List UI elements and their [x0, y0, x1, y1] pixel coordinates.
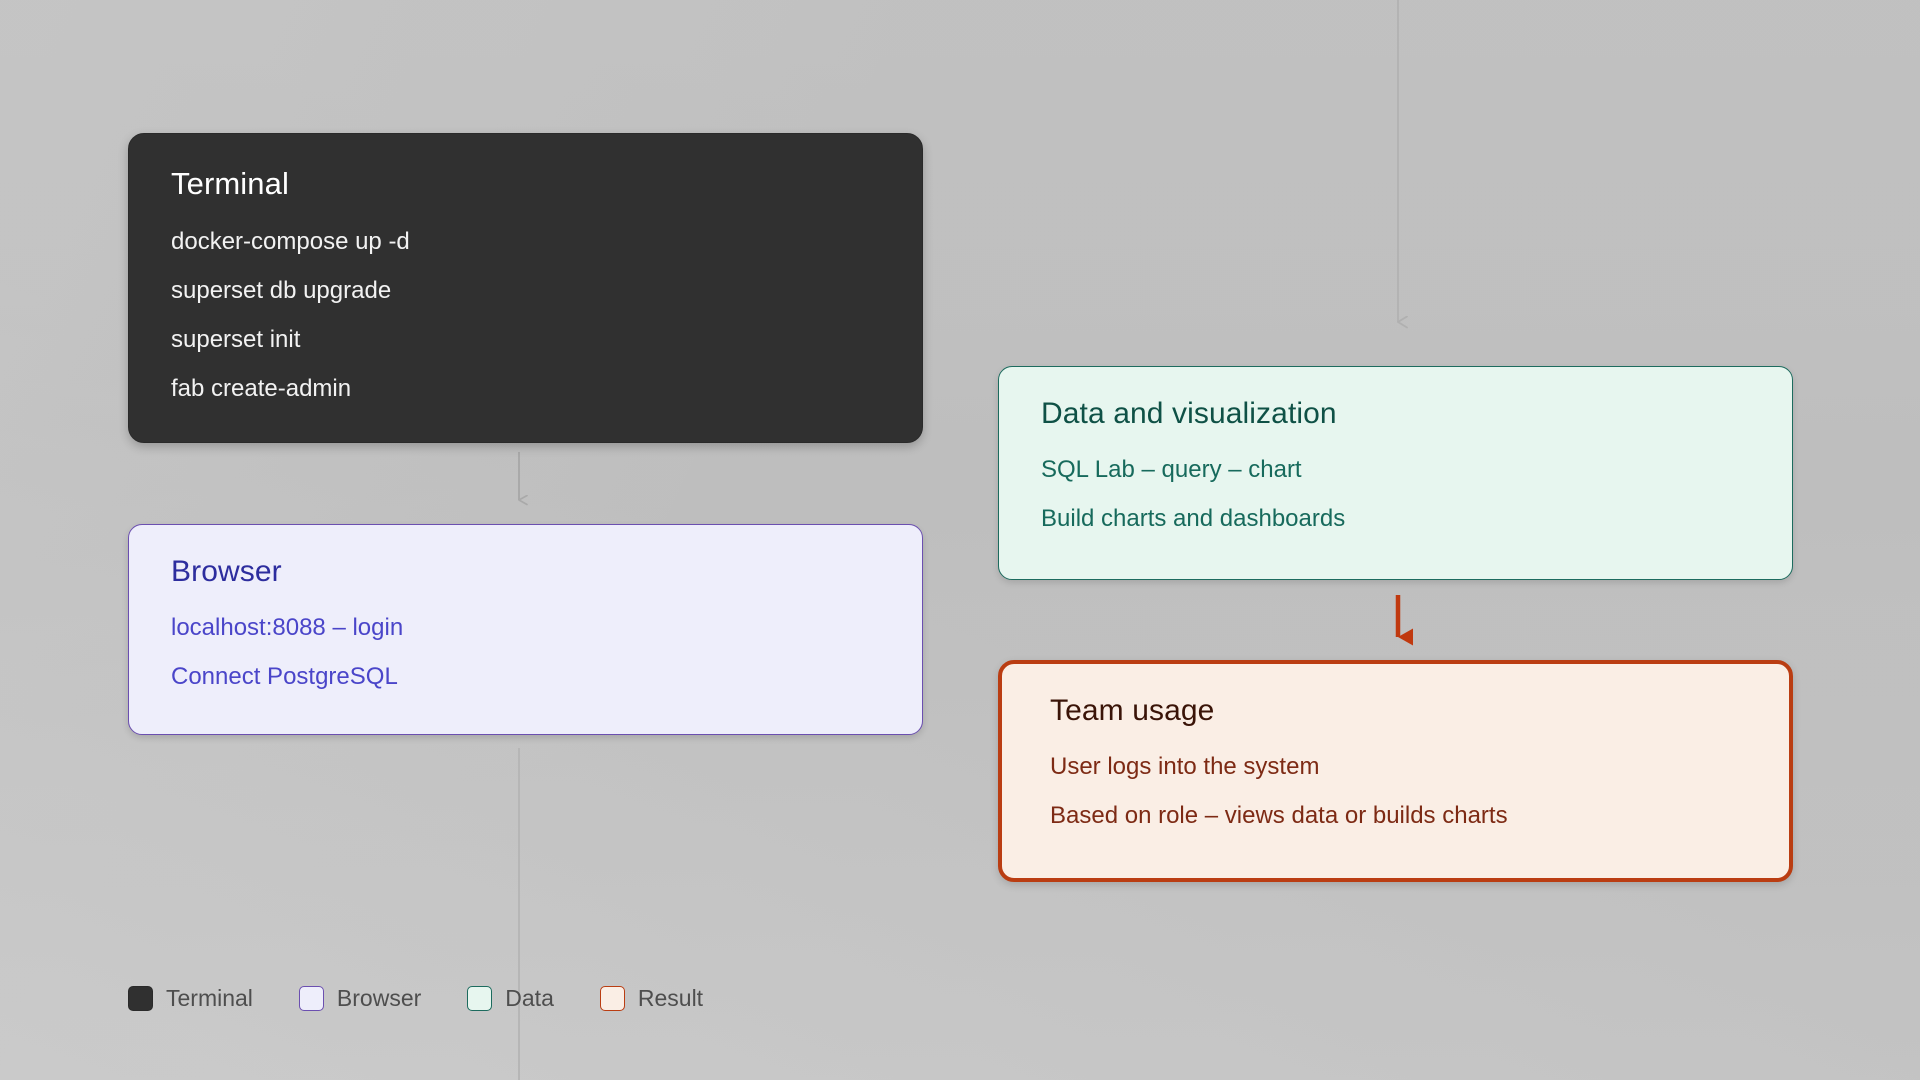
node-data-visualization[interactable]: Data and visualization SQL Lab – query –… — [998, 366, 1793, 580]
node-result-title: Team usage — [1050, 694, 1215, 727]
node-data-title: Data and visualization — [1041, 397, 1337, 430]
legend-label-data: Data — [505, 985, 554, 1011]
legend-item-data: Data — [467, 985, 554, 1012]
node-terminal-line-3: superset init — [171, 326, 301, 353]
node-data-line-1: SQL Lab – query – chart — [1041, 456, 1302, 483]
node-terminal[interactable]: Terminal docker-compose up -d superset d… — [128, 133, 923, 443]
node-result-line-1: User logs into the system — [1050, 753, 1320, 780]
legend-swatch-terminal-icon — [128, 986, 153, 1011]
legend-swatch-result-icon — [599, 986, 625, 1011]
node-terminal-line-2: superset db upgrade — [171, 277, 392, 304]
legend: Terminal Browser Data Result — [128, 985, 749, 1012]
legend-label-browser: Browser — [336, 985, 422, 1011]
node-terminal-line-4: fab create-admin — [171, 375, 352, 402]
legend-label-terminal: Terminal — [166, 985, 253, 1011]
legend-item-result: Result — [599, 985, 704, 1012]
node-browser-line-2: Connect PostgreSQL — [171, 663, 398, 690]
legend-item-browser: Browser — [298, 985, 422, 1012]
node-browser[interactable]: Browser localhost:8088 – login Connect P… — [128, 524, 923, 735]
node-data-line-2: Build charts and dashboards — [1041, 505, 1346, 532]
legend-swatch-data-icon — [467, 986, 493, 1011]
node-terminal-title: Terminal — [171, 166, 289, 201]
node-result-line-2: Based on role – views data or builds cha… — [1050, 802, 1508, 829]
legend-label-result: Result — [637, 985, 704, 1011]
node-browser-line-1: localhost:8088 – login — [171, 614, 404, 641]
legend-swatch-browser-icon — [298, 986, 324, 1011]
node-browser-title: Browser — [171, 555, 282, 588]
node-team-usage[interactable]: Team usage User logs into the system Bas… — [998, 660, 1793, 882]
legend-item-terminal: Terminal — [128, 985, 253, 1012]
node-terminal-line-1: docker-compose up -d — [171, 228, 410, 255]
